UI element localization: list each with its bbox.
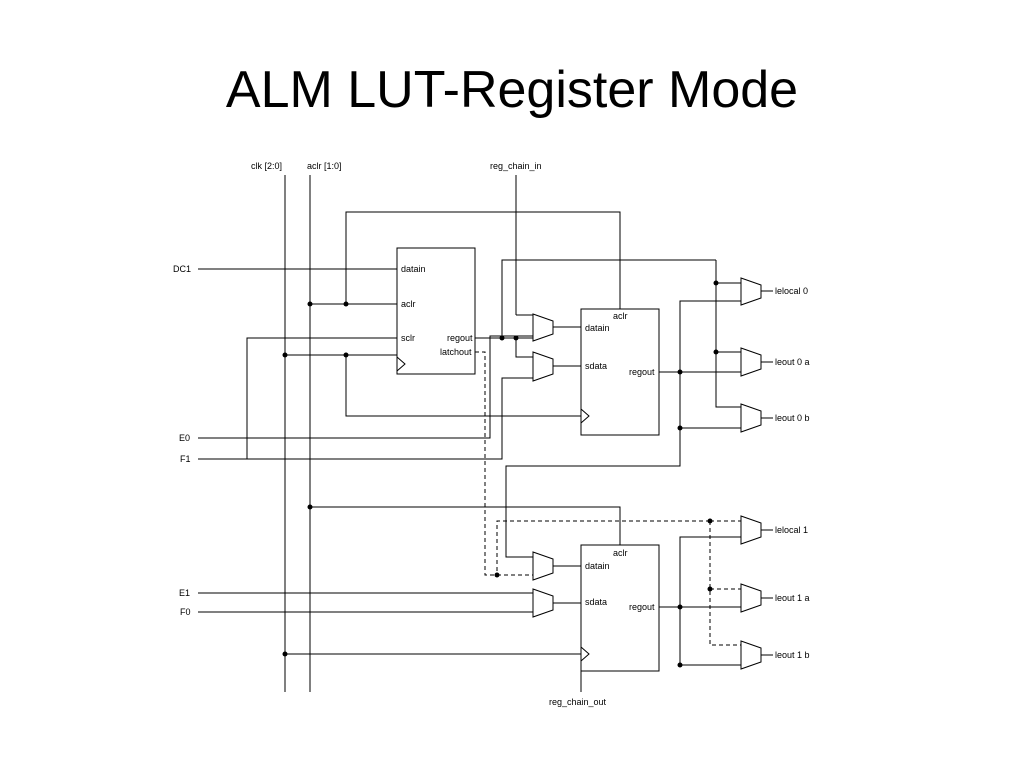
junction <box>343 352 349 358</box>
clk-label: clk [2:0] <box>251 161 282 171</box>
e0-wire <box>198 335 533 439</box>
sclr-wire <box>246 337 397 459</box>
lelocal0-mux <box>740 277 762 306</box>
junction <box>707 586 713 592</box>
leout1b-mux <box>740 640 762 670</box>
junction <box>282 352 288 358</box>
bottom-regout-up <box>679 536 741 607</box>
bottom-register-block <box>580 544 660 672</box>
e0-label: E0 <box>179 433 190 443</box>
dc1-label: DC1 <box>173 264 191 274</box>
bottom-datain-mux <box>532 551 554 581</box>
lut-latchout-label: latchout <box>440 347 472 357</box>
bypass-vertical <box>715 260 741 408</box>
reg-chain-out-label: reg_chain_out <box>549 697 607 707</box>
junction <box>282 651 288 657</box>
junction <box>677 662 683 668</box>
lut-aclr-label: aclr <box>401 299 416 309</box>
junction <box>677 425 683 431</box>
leout0b-label: leout 0 b <box>775 413 810 423</box>
latchout-wire <box>475 351 533 576</box>
top-sdata-label: sdata <box>585 361 607 371</box>
dashed-vertical <box>709 521 741 646</box>
lelocal1-mux <box>740 515 762 545</box>
junction <box>677 369 683 375</box>
leout0a-label: leout 0 a <box>775 357 810 367</box>
bottom-datain-label: datain <box>585 561 610 571</box>
lut-datain-label: datain <box>401 264 426 274</box>
leout1a-label: leout 1 a <box>775 593 810 603</box>
top-register-block <box>580 308 660 436</box>
bottom-sdata-mux <box>532 588 554 618</box>
leout1b-label: leout 1 b <box>775 650 810 660</box>
junction <box>707 518 713 524</box>
reg-chain-in-label: reg_chain_in <box>490 161 542 171</box>
lelocal1-label: lelocal 1 <box>775 525 808 535</box>
top-datain-mux <box>532 313 554 342</box>
bottom-regout-label: regout <box>629 602 655 612</box>
junction <box>494 572 500 578</box>
f1-wire <box>198 377 533 460</box>
lut-register-block <box>396 247 476 375</box>
junction <box>713 349 719 355</box>
top-regout-label: regout <box>629 367 655 377</box>
aclr-label: aclr [1:0] <box>307 161 342 171</box>
slide-title: ALM LUT-Register Mode <box>225 61 799 119</box>
bottom-sdata-label: sdata <box>585 597 607 607</box>
top-regout-up <box>679 300 741 372</box>
leout1a-mux <box>740 583 762 613</box>
top-register-clock-marker <box>580 408 590 424</box>
bottom-register-clock-marker <box>580 646 590 662</box>
top-clock-wire <box>345 355 581 417</box>
top-datain-label: datain <box>585 323 610 333</box>
junction <box>677 604 683 610</box>
top-sdata-mux <box>532 351 554 382</box>
leout0b-mux <box>740 403 762 433</box>
bottom-aclr-wire <box>310 506 621 545</box>
lut-regout-bypass <box>501 259 716 338</box>
junction <box>713 280 719 286</box>
lut-regout-to-sdata-mux <box>515 338 533 358</box>
top-regout-to-bottom <box>505 428 681 558</box>
top-aclr-label: aclr <box>613 311 628 321</box>
lut-regout-label: regout <box>447 333 473 343</box>
junction <box>307 504 313 510</box>
f0-label: F0 <box>180 607 191 617</box>
top-regout-down <box>679 372 741 429</box>
f1-label: F1 <box>180 454 191 464</box>
bottom-chain-dashed <box>496 520 710 575</box>
bottom-aclr-label: aclr <box>613 548 628 558</box>
junction <box>499 335 505 341</box>
lelocal0-label: lelocal 0 <box>775 286 808 296</box>
junction <box>343 301 349 307</box>
lut-sclr-label: sclr <box>401 333 415 343</box>
leout0a-mux <box>740 347 762 377</box>
junction <box>513 335 519 341</box>
lut-register-clock-marker <box>396 356 406 372</box>
junction <box>307 301 313 307</box>
e1-label: E1 <box>179 588 190 598</box>
